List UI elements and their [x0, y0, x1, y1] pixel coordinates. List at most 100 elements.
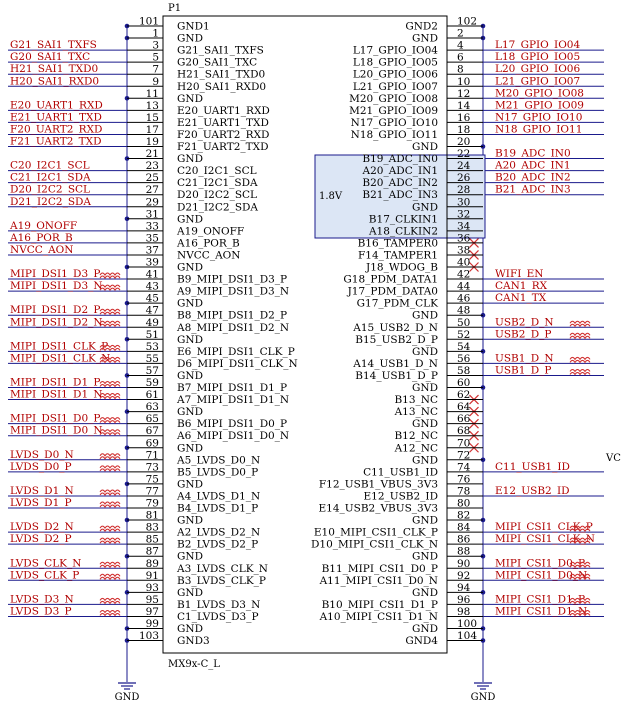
pin-number: 10: [457, 76, 470, 88]
pin-number: 38: [457, 244, 470, 256]
pin-number: 2: [457, 28, 464, 40]
pin-number: 19: [146, 136, 159, 148]
pin-number: 35: [146, 232, 159, 244]
diff-pair-mark: [569, 609, 591, 617]
pin-name: GND: [177, 153, 203, 165]
net-label: L17_GPIO_IO04: [495, 39, 580, 51]
diff-pair-mark: [99, 597, 121, 605]
pin-name: A8_MIPI_DSI1_D2_N: [176, 322, 289, 334]
pin-number: 24: [457, 160, 471, 172]
diff-pair-mark: [99, 429, 121, 436]
pin-number: 90: [457, 558, 470, 570]
diff-pair-mark: [99, 489, 121, 496]
pin-number: 29: [146, 196, 159, 208]
diff-pair-mark: [99, 393, 121, 400]
net-label: LVDS_CLK_P: [10, 569, 79, 581]
pin-name: D10_MIPI_CSI1_CLK_N: [311, 539, 438, 551]
net-label: MIPI_CSI1_D1_P: [495, 593, 585, 605]
net-label: C20_I2C1_SCL: [10, 160, 90, 172]
ground-symbol-left: GND: [115, 682, 139, 703]
pin-name: GND: [412, 515, 438, 527]
net-label: MIPI_DSI1_D0_N: [10, 425, 103, 437]
pin-number: 67: [146, 425, 159, 437]
pin-name: B11_MIPI_CSI1_D0_P: [322, 563, 438, 575]
pin-number: 98: [457, 606, 470, 618]
pin-number: 70: [457, 437, 470, 449]
net-label: H20_SAI1_RXD0: [10, 75, 99, 87]
pin-name: H20_SAI1_RXD0: [177, 81, 266, 93]
pin-name: G18_PDM_DATA1: [343, 274, 438, 286]
pin-name: B6_MIPI_DSI1_D0_P: [177, 418, 287, 430]
pin-number: 96: [457, 594, 471, 606]
pin-number: 58: [457, 365, 470, 377]
pin-name: B4_LVDS_D1_P: [177, 503, 258, 515]
pin-name: A15_USB2_D_N: [352, 322, 438, 334]
diff-pair-mark: [99, 320, 121, 328]
pin-name: L18_GPIO_IO05: [353, 57, 438, 69]
pin-number: 55: [146, 353, 159, 365]
pin-name: A13_NC: [394, 406, 438, 418]
diff-pair-mark: [99, 561, 121, 569]
pin-name: L20_GPIO_IO06: [353, 69, 438, 81]
pin-name: E6_MIPI_DSI1_CLK_P: [177, 346, 295, 358]
net-label: D20_I2C2_SCL: [10, 184, 90, 196]
pin-name: GND: [177, 406, 203, 418]
pin-number: 20: [457, 136, 470, 148]
pin-number: 102: [457, 16, 477, 28]
pin-name: GND: [412, 382, 438, 394]
pin-number: 76: [457, 473, 471, 485]
pin-number: 73: [146, 461, 159, 473]
pin-number: 45: [146, 293, 159, 305]
net-label: E12_USB2_ID: [495, 485, 570, 497]
pin-number: 34: [457, 220, 471, 232]
diff-pair-mark: [569, 561, 591, 569]
wires-layer: G21_SAI1_TXFSG20_SAI1_TXCH21_SAI1_TXD0H2…: [8, 23, 604, 682]
pin-name: J18_WDOG_B: [365, 262, 438, 274]
net-label: USB2_D_N: [495, 316, 554, 328]
diff-pair-mark: [99, 381, 121, 388]
pin-name: A20_ADC_IN1: [362, 165, 439, 177]
diff-pair-mark: [99, 356, 121, 364]
pin-name: GND1: [177, 21, 210, 33]
diff-pair-mark: [99, 284, 121, 292]
pin-name: A9_MIPI_DSI1_D3_N: [176, 286, 289, 298]
net-label: L18_GPIO_IO05: [495, 51, 580, 63]
pin-name: D21_I2C2_SDA: [177, 201, 258, 213]
net-label: A16_POR_B: [9, 232, 73, 244]
net-label: L21_GPIO_IO07: [495, 75, 580, 87]
pin-number: 4: [457, 40, 464, 52]
pin-name: E10_MIPI_CSI1_CLK_P: [314, 527, 438, 539]
pin-name: NVCC_AON: [177, 249, 240, 261]
net-label: LVDS_D3_P: [10, 605, 72, 617]
diff-pair-mark: [99, 465, 121, 472]
pin-number: 30: [457, 196, 470, 208]
pin-name: B7_MIPI_DSI1_D1_P: [177, 382, 287, 394]
net-label: C11_USB1_ID: [495, 461, 570, 473]
net-label: C21_I2C1_SDA: [10, 172, 91, 184]
net-label: USB1_D_P: [495, 364, 551, 376]
pin-name: C1_LVDS_D3_P: [177, 611, 259, 623]
diff-pair-mark: [99, 344, 121, 352]
pin-name: E14_USB2_VBUS_3V3: [319, 503, 439, 515]
pin-name: J17_PDM_DATA0: [347, 286, 438, 298]
ground-label: GND: [471, 692, 496, 703]
pin-number: 93: [146, 582, 159, 594]
pin-name: GND4: [405, 635, 438, 647]
pin-number: 15: [146, 112, 159, 124]
net-label: LVDS_D3_N: [10, 593, 74, 605]
pin-number: 51: [146, 329, 159, 341]
pin-number: 47: [146, 305, 159, 317]
pin-number: 83: [146, 522, 159, 534]
edge-text: VC: [605, 453, 621, 464]
pin-number: 77: [146, 485, 159, 497]
pin-name: GND: [177, 515, 203, 527]
pin-number: 84: [457, 522, 471, 534]
pin-name: GND: [177, 262, 203, 274]
net-label: MIPI_DSI1_D1_N: [10, 389, 103, 401]
pin-number: 42: [457, 269, 470, 281]
pin-number: 28: [457, 184, 470, 196]
pin-name: GND: [412, 418, 438, 430]
diff-pair-mark: [569, 525, 591, 533]
diff-pair-mark: [99, 308, 121, 316]
ground-symbol-right: GND: [471, 682, 496, 703]
